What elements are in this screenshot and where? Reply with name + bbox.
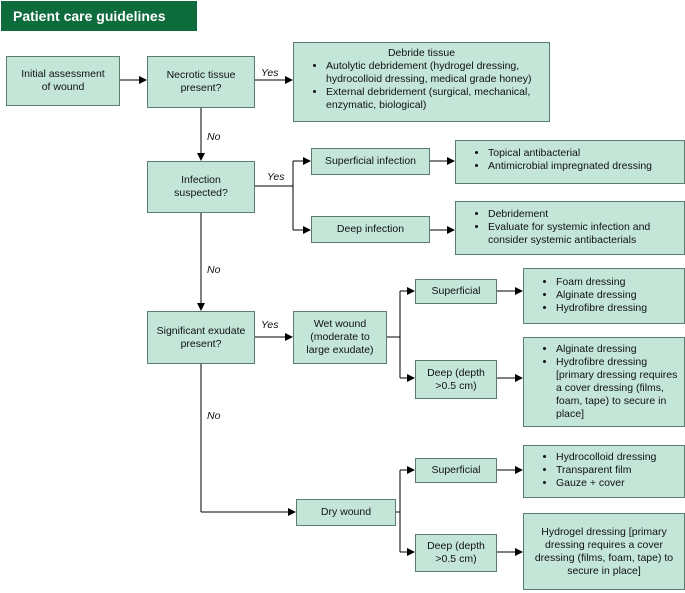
treatment-transparent-film: Transparent film: [556, 464, 678, 477]
page-title: Patient care guidelines: [1, 1, 197, 31]
no-label-necrotic: No: [207, 131, 221, 143]
treatment-hydrofibre-dressing-deep: Hydrofibre dressing [primary dressing re…: [556, 356, 678, 421]
deep-infection-treatment: Debridement Evaluate for systemic infect…: [455, 201, 685, 255]
treatment-alginate-dressing: Alginate dressing: [556, 289, 678, 302]
wet-superficial-treatment: Foam dressing Alginate dressing Hydrofib…: [523, 268, 685, 324]
treatment-antimicrobial-dressing: Antimicrobial impregnated dressing: [488, 160, 678, 173]
infection-suspected-label: Infection suspected?: [174, 174, 228, 199]
no-label-exudate: No: [207, 410, 221, 422]
debride-title: Debride tissue: [387, 47, 456, 59]
superficial-infection-treatment: Topical antibacterial Antimicrobial impr…: [455, 140, 685, 184]
necrotic-tissue-node: Necrotic tissue present?: [147, 56, 255, 108]
dry-deep-node: Deep (depth >0.5 cm): [415, 534, 497, 572]
deep-infection-node: Deep infection: [311, 216, 430, 243]
treatment-hydrogel-dressing: Hydrogel dressing [primary dressing requ…: [534, 525, 674, 577]
dry-deep-treatment: Hydrogel dressing [primary dressing requ…: [523, 513, 685, 590]
no-label-infection: No: [207, 264, 221, 276]
treatment-foam-dressing: Foam dressing: [556, 276, 678, 289]
wet-wound-node: Wet wound (moderate to large exudate): [293, 311, 387, 364]
exudate-present-label: Significant exudate present?: [156, 324, 246, 350]
wet-superficial-node: Superficial: [415, 279, 497, 304]
wet-deep-node: Deep (depth >0.5 cm): [415, 360, 497, 399]
initial-assessment-node: Initial assessment of wound: [6, 56, 120, 106]
wet-deep-label: Deep (depth >0.5 cm): [427, 366, 485, 392]
treatment-systemic-antibacterials: Evaluate for systemic infection and cons…: [488, 221, 678, 247]
debride-item-external: External debridement (surgical, mechanic…: [326, 86, 543, 112]
treatment-hydrocolloid-dressing: Hydrocolloid dressing: [556, 451, 678, 464]
yes-label-exudate: Yes: [261, 319, 279, 331]
dry-superficial-node: Superficial: [415, 458, 497, 483]
wet-deep-treatment: Alginate dressing Hydrofibre dressing [p…: [523, 337, 685, 427]
treatment-hydrofibre-dressing: Hydrofibre dressing: [556, 302, 678, 315]
debride-item-autolytic: Autolytic debridement (hydrogel dressing…: [326, 60, 543, 86]
treatment-gauze-cover: Gauze + cover: [556, 477, 678, 490]
dry-superficial-label: Superficial: [431, 464, 481, 476]
infection-suspected-node: Infection suspected?: [147, 161, 255, 213]
treatment-alginate-dressing-deep: Alginate dressing: [556, 343, 678, 356]
yes-label-necrotic: Yes: [261, 67, 279, 79]
wet-wound-label: Wet wound (moderate to large exudate): [306, 318, 374, 356]
treatment-topical-antibacterial: Topical antibacterial: [488, 147, 678, 160]
necrotic-tissue-label: Necrotic tissue present?: [166, 69, 236, 94]
superficial-infection-label: Superficial infection: [324, 155, 417, 167]
dry-wound-node: Dry wound: [296, 499, 396, 526]
wet-superficial-label: Superficial: [431, 285, 481, 297]
deep-infection-label: Deep infection: [336, 223, 405, 235]
yes-label-infection: Yes: [267, 171, 285, 183]
treatment-debridement: Debridement: [488, 208, 678, 221]
dry-superficial-treatment: Hydrocolloid dressing Transparent film G…: [523, 445, 685, 498]
dry-deep-label: Deep (depth >0.5 cm): [427, 540, 485, 565]
debride-tissue-node: Debride tissue Autolytic debridement (hy…: [293, 42, 550, 122]
dry-wound-label: Dry wound: [320, 506, 372, 518]
initial-assessment-label: Initial assessment of wound: [21, 68, 105, 93]
superficial-infection-node: Superficial infection: [311, 148, 430, 175]
exudate-present-node: Significant exudate present?: [147, 311, 255, 364]
